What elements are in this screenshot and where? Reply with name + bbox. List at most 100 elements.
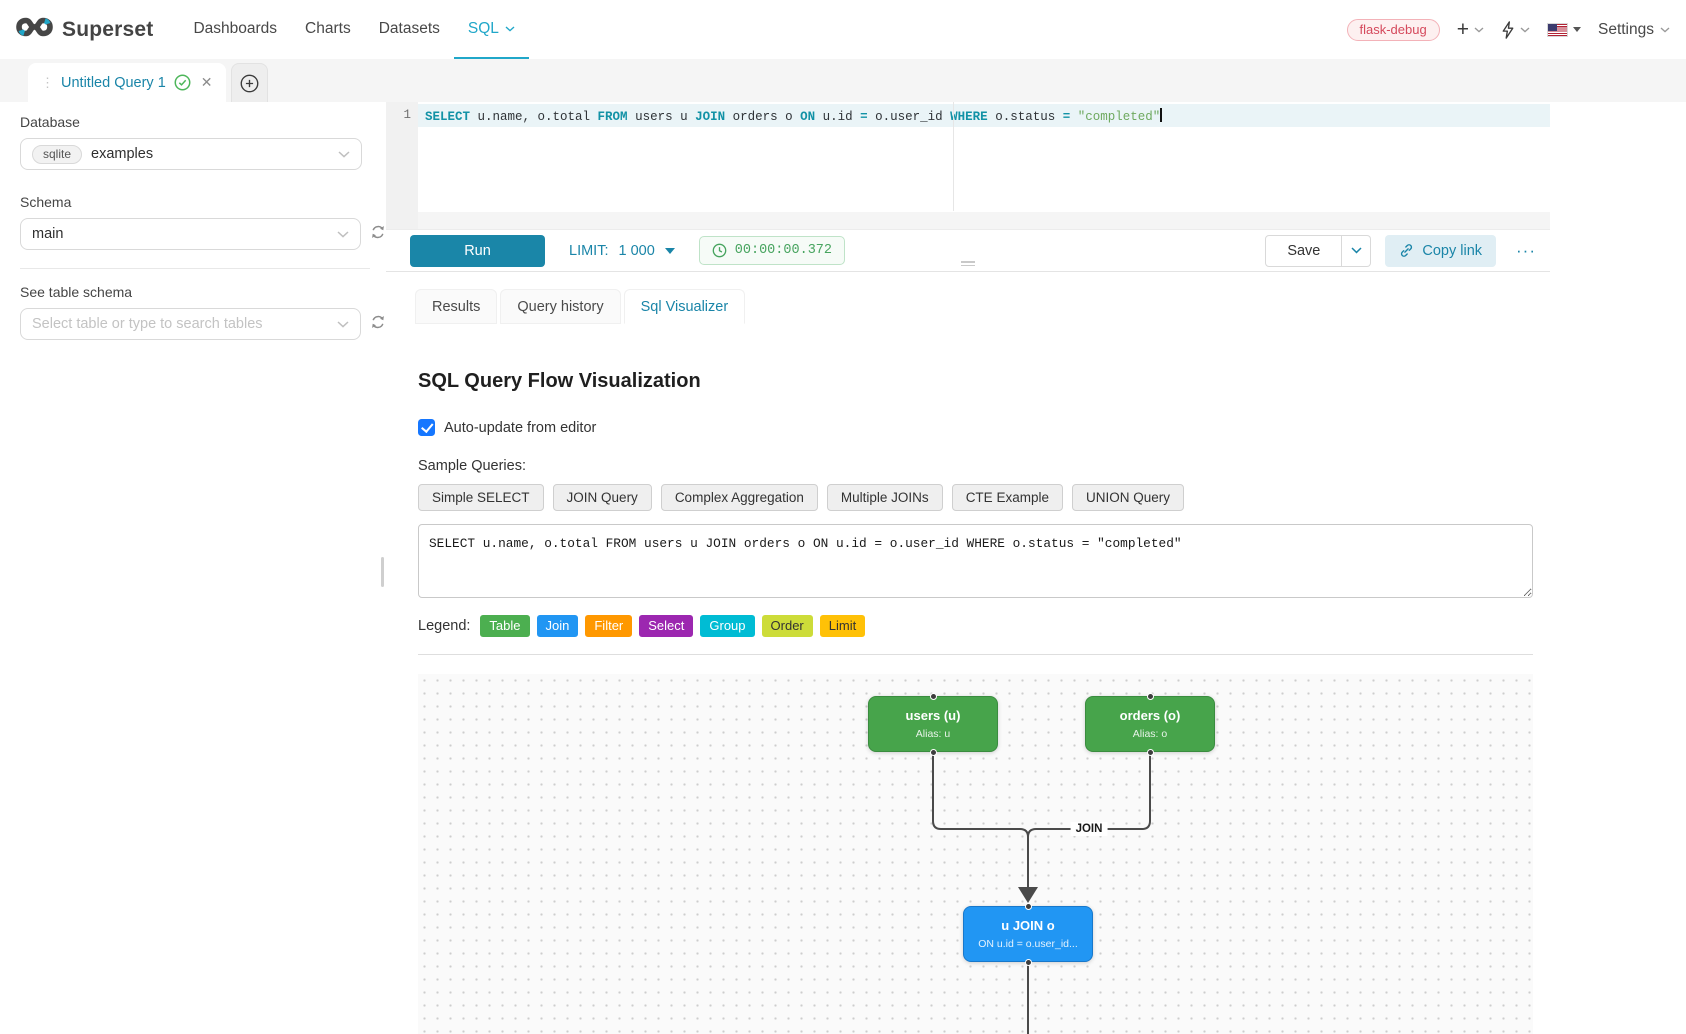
sql-editor[interactable]: 1 SELECT u.name, o.total FROM users u JO… bbox=[386, 102, 1550, 230]
chevron-down-icon bbox=[1520, 26, 1530, 33]
superset-logo[interactable]: Superset bbox=[16, 0, 153, 59]
legend-badge-join: Join bbox=[536, 615, 579, 637]
auto-update-checkbox[interactable] bbox=[418, 419, 435, 436]
node-title: users (u) bbox=[905, 708, 961, 723]
node-handle[interactable] bbox=[1146, 692, 1154, 700]
sample-query-multiple-joins[interactable]: Multiple JOINs bbox=[826, 484, 943, 511]
sql-token: "completed" bbox=[1077, 110, 1161, 124]
tab-results[interactable]: Results bbox=[415, 289, 498, 324]
schema-select[interactable]: main bbox=[20, 218, 361, 250]
print-margin-line bbox=[953, 102, 954, 212]
sample-query-simple-select[interactable]: Simple SELECT bbox=[418, 484, 544, 511]
sample-query-cte-example[interactable]: CTE Example bbox=[951, 484, 1063, 511]
query-tab-strip: ⋮ Untitled Query 1 ✕ bbox=[0, 59, 1686, 102]
refresh-tables-button[interactable] bbox=[370, 314, 386, 335]
plus-icon: + bbox=[1456, 18, 1469, 41]
query-tab[interactable]: ⋮ Untitled Query 1 ✕ bbox=[28, 63, 226, 102]
refresh-schemas-button[interactable] bbox=[370, 224, 386, 245]
settings-label: Settings bbox=[1597, 20, 1654, 38]
table-select[interactable]: Select table or type to search tables bbox=[20, 308, 361, 340]
database-value: examples bbox=[91, 146, 154, 162]
us-flag-icon bbox=[1546, 22, 1568, 37]
schema-label: Schema bbox=[20, 194, 72, 210]
sql-token: users u bbox=[627, 110, 696, 124]
content-divider bbox=[418, 654, 1533, 655]
sql-token: o.status bbox=[987, 110, 1063, 124]
text-cursor bbox=[1160, 108, 1162, 122]
sqllab-sidebar: Database sqlite examples Schema main S bbox=[0, 102, 386, 1034]
save-dropdown-button[interactable] bbox=[1342, 234, 1372, 267]
nav-item-charts[interactable]: Charts bbox=[305, 19, 351, 37]
save-button[interactable]: Save bbox=[1265, 234, 1343, 267]
add-new-button[interactable]: + bbox=[1457, 19, 1484, 40]
caret-down-icon bbox=[664, 247, 675, 254]
sql-code-line[interactable]: SELECT u.name, o.total FROM users u JOIN… bbox=[418, 108, 1550, 126]
query-tab-title: Untitled Query 1 bbox=[61, 74, 166, 91]
query-shortcut-button[interactable] bbox=[1501, 20, 1530, 39]
limit-dropdown[interactable]: LIMIT: 1 000 bbox=[569, 243, 675, 259]
run-button[interactable]: Run bbox=[410, 234, 545, 267]
visualizer-title: SQL Query Flow Visualization bbox=[418, 370, 701, 392]
chevron-down-icon bbox=[505, 25, 515, 32]
elapsed-time: 00:00:00.372 bbox=[734, 243, 832, 259]
database-select[interactable]: sqlite examples bbox=[20, 138, 362, 170]
sync-icon bbox=[372, 225, 384, 238]
sql-token: = bbox=[860, 110, 868, 124]
table-select-placeholder: Select table or type to search tables bbox=[32, 316, 263, 332]
tab-query-history[interactable]: Query history bbox=[500, 289, 621, 324]
node-subtitle: Alias: u bbox=[915, 728, 951, 740]
settings-menu[interactable]: Settings bbox=[1598, 21, 1670, 39]
sql-token: u.id bbox=[815, 110, 861, 124]
sample-query-complex-aggregation[interactable]: Complex Aggregation bbox=[660, 484, 818, 511]
node-handle[interactable] bbox=[929, 748, 937, 756]
link-icon bbox=[1401, 244, 1413, 257]
south-pane-drag-handle[interactable] bbox=[961, 259, 975, 268]
auto-update-label: Auto-update from editor bbox=[444, 419, 597, 436]
node-handle[interactable] bbox=[1024, 902, 1032, 910]
copy-link-label: Copy link bbox=[1422, 242, 1483, 259]
flow-node-orders[interactable]: orders (o)Alias: o bbox=[1085, 696, 1215, 752]
nav-item-datasets[interactable]: Datasets bbox=[378, 19, 440, 37]
editor-scrollbar-track[interactable] bbox=[418, 212, 1550, 230]
node-handle[interactable] bbox=[1024, 958, 1032, 966]
more-actions-button[interactable]: ··· bbox=[1516, 240, 1536, 260]
language-picker[interactable] bbox=[1546, 22, 1581, 37]
query-input[interactable]: SELECT u.name, o.total FROM users u JOIN… bbox=[418, 524, 1533, 598]
sql-token: ON bbox=[800, 110, 816, 124]
flow-node-users[interactable]: users (u) Alias: u bbox=[868, 696, 998, 752]
node-handle[interactable] bbox=[1146, 748, 1154, 756]
sample-query-join-query[interactable]: JOIN Query bbox=[552, 484, 652, 511]
chevron-down-icon bbox=[338, 150, 350, 158]
nav-items: Dashboards Charts Datasets SQL bbox=[179, 0, 529, 59]
edge-orders-join bbox=[1027, 752, 1151, 888]
clock-icon bbox=[712, 243, 727, 258]
nav-item-sql[interactable]: SQL bbox=[453, 0, 529, 59]
node-handle[interactable] bbox=[929, 692, 937, 700]
nav-item-dashboards[interactable]: Dashboards bbox=[193, 19, 278, 37]
sample-query-buttons: Simple SELECT JOIN Query Complex Aggregati… bbox=[418, 484, 1533, 511]
arrowhead-icon bbox=[1018, 887, 1038, 903]
copy-link-button[interactable]: Copy link bbox=[1385, 234, 1497, 267]
node-title: u JOIN o bbox=[1001, 918, 1055, 933]
superset-infinity-icon bbox=[16, 12, 53, 47]
sample-queries-label: Sample Queries: bbox=[418, 458, 526, 474]
drag-handle-icon[interactable]: ⋮ bbox=[41, 74, 54, 90]
chevron-down-icon bbox=[337, 230, 349, 238]
editor-gutter: 1 bbox=[386, 102, 418, 230]
legend-badge-limit: Limit bbox=[819, 615, 866, 637]
line-number: 1 bbox=[403, 108, 411, 122]
close-tab-icon[interactable]: ✕ bbox=[200, 74, 213, 90]
sidebar-resizer[interactable] bbox=[381, 557, 384, 587]
legend-badge-table: Table bbox=[480, 615, 530, 637]
limit-value: 1 000 bbox=[618, 242, 655, 259]
sample-query-union-query[interactable]: UNION Query bbox=[1071, 484, 1184, 511]
new-query-tab-button[interactable] bbox=[230, 63, 268, 102]
legend-badge-filter: Filter bbox=[585, 615, 633, 637]
tab-sql-visualizer[interactable]: Sql Visualizer bbox=[623, 289, 746, 324]
chevron-down-icon bbox=[337, 320, 349, 328]
